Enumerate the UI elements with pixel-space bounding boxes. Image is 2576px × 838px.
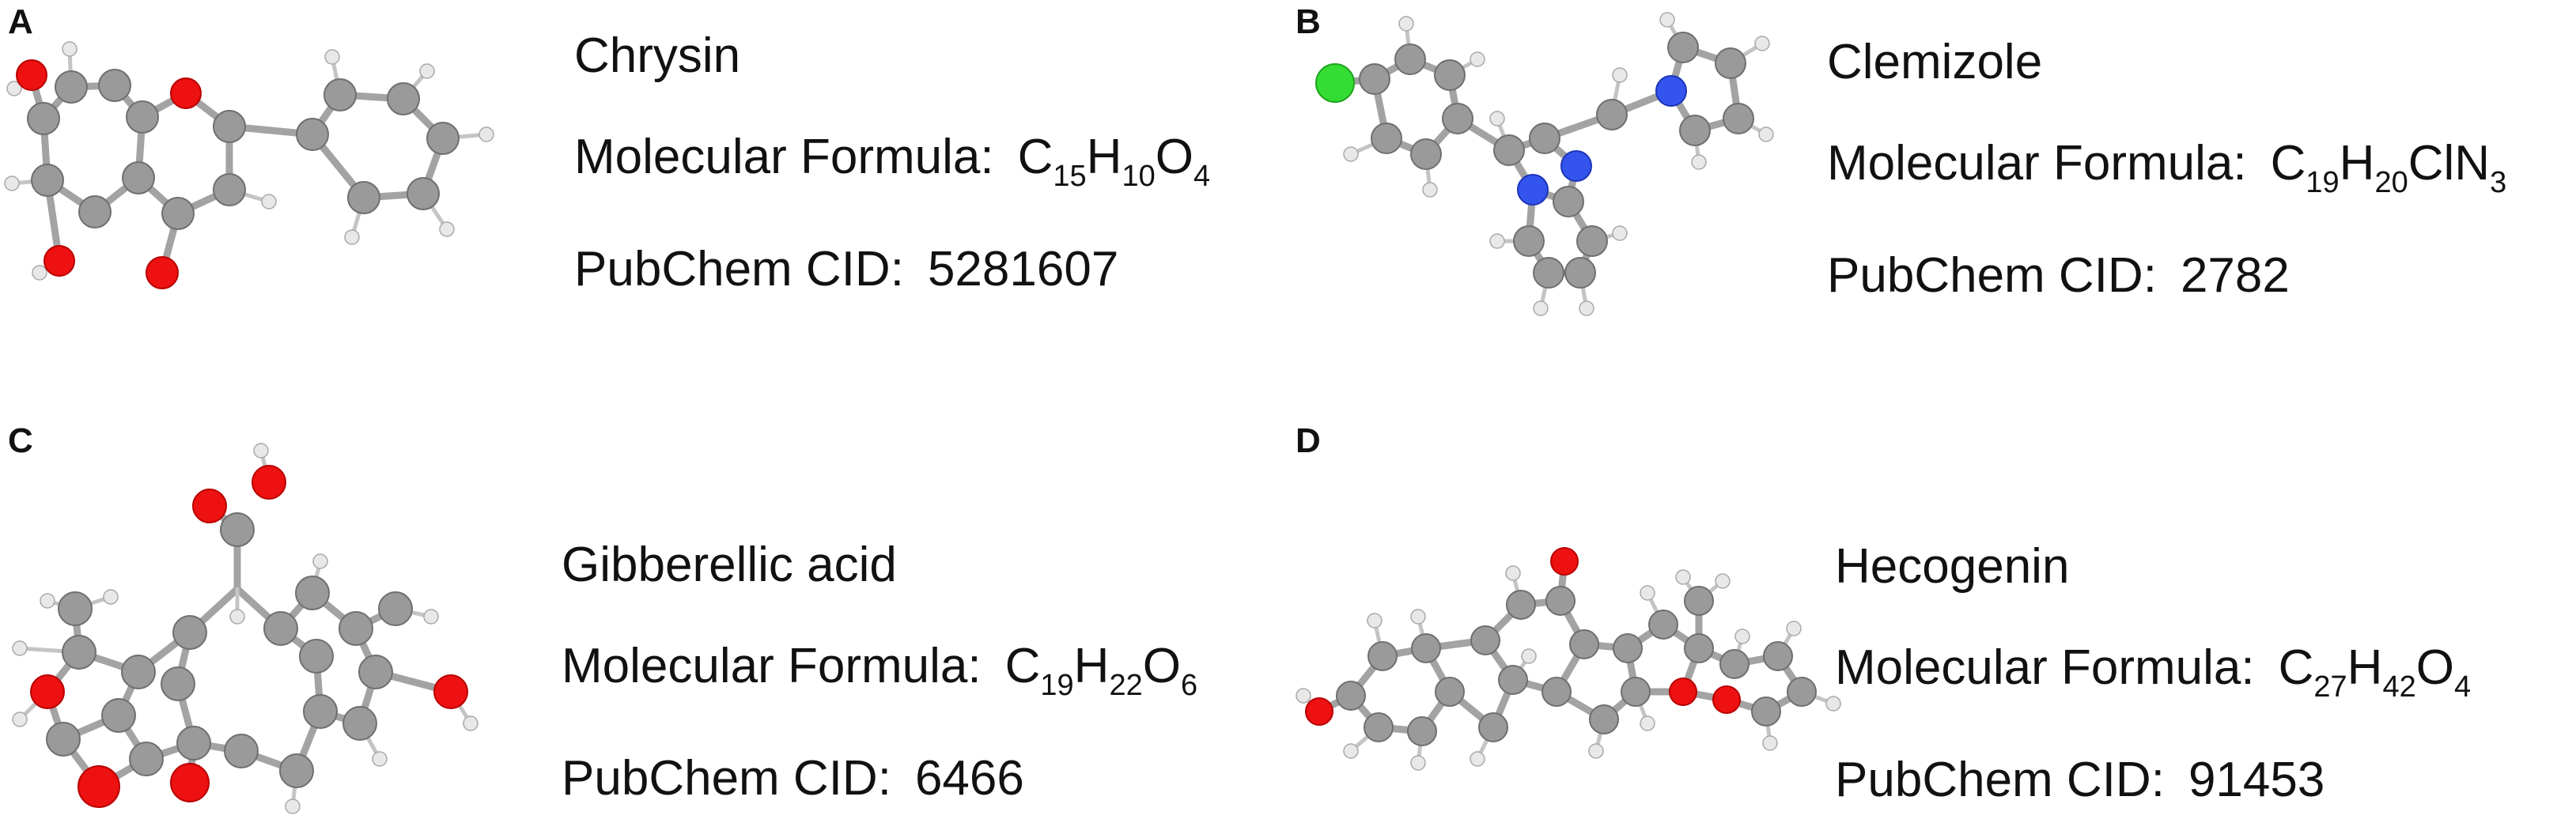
formula-subscript: 20 <box>2374 166 2408 199</box>
formula-element: H <box>2347 640 2383 695</box>
formula-element: C <box>1004 639 1041 693</box>
hecogenin-3d-structure <box>1296 547 1841 771</box>
formula-value: C19H20ClN3 <box>2270 136 2507 198</box>
formula-element: C <box>2278 640 2314 695</box>
pubchem-cid-row: PubChem CID: 91453 <box>1835 756 2324 805</box>
panel-letter: B <box>1296 2 1321 41</box>
formula-subscript: 42 <box>2382 670 2416 704</box>
panel-c: C <box>0 419 1288 838</box>
formula-subscript: 22 <box>1109 669 1143 702</box>
cid-value: 91453 <box>2188 753 2325 807</box>
formula-element: H <box>2339 136 2375 191</box>
formula-subscript: 27 <box>2313 670 2347 704</box>
formula-label: Molecular Formula: <box>1827 136 2247 191</box>
compound-name: Chrysin <box>574 28 741 83</box>
panel-d: D <box>1288 419 2575 838</box>
formula-element: O <box>1142 639 1181 693</box>
panel-letter: C <box>8 421 33 460</box>
molecular-formula-row: Molecular Formula: C15H10O4 <box>574 130 1211 192</box>
cid-label: PubChem CID: <box>1827 248 2157 303</box>
cid-label: PubChem CID: <box>562 751 891 806</box>
compound-name: Gibberellic acid <box>562 538 897 592</box>
formula-subscript: 19 <box>1040 669 1074 702</box>
formula-subscript: 4 <box>2453 670 2472 704</box>
formula-label: Molecular Formula: <box>1835 640 2255 695</box>
molecular-formula-row: Molecular Formula: C19H20ClN3 <box>1827 136 2507 198</box>
formula-value: C15H10O4 <box>1017 130 1211 192</box>
formula-subscript: 10 <box>1122 160 1156 193</box>
formula-element: O <box>2415 640 2454 695</box>
formula-element: H <box>1073 639 1110 693</box>
formula-subscript: 4 <box>1193 160 1211 193</box>
cid-value: 5281607 <box>927 242 1119 296</box>
pubchem-cid-row: PubChem CID: 6466 <box>562 754 1024 803</box>
compound-name: Clemizole <box>1827 35 2043 89</box>
clemizole-3d-structure <box>1315 12 1774 316</box>
cid-label: PubChem CID: <box>1835 753 2165 807</box>
cid-value: 2782 <box>2180 248 2290 303</box>
formula-subscript: 3 <box>2490 166 2507 199</box>
cid-label: PubChem CID: <box>574 242 904 296</box>
panel-letter: D <box>1296 421 1321 460</box>
formula-value: C27H42O4 <box>2278 640 2472 703</box>
formula-element: ClN <box>2408 136 2491 191</box>
molecular-formula-row: Molecular Formula: C19H22O6 <box>562 639 1198 701</box>
formula-element: C <box>1017 130 1053 184</box>
formula-value: C19H22O6 <box>1004 639 1198 701</box>
pubchem-cid-row: PubChem CID: 2782 <box>1827 251 2290 300</box>
formula-subscript: 6 <box>1180 669 1198 702</box>
panel-a: A <box>0 0 1288 419</box>
gibberellic-acid-3d-structure <box>12 443 479 814</box>
formula-label: Molecular Formula: <box>574 130 994 184</box>
formula-element: C <box>2270 136 2306 191</box>
formula-element: H <box>1086 130 1122 184</box>
compound-name: Hecogenin <box>1835 539 2070 594</box>
chrysin-3d-structure <box>4 41 494 289</box>
formula-subscript: 19 <box>2306 166 2340 199</box>
formula-subscript: 15 <box>1053 160 1087 193</box>
formula-element: O <box>1155 130 1193 184</box>
cid-value: 6466 <box>914 751 1024 806</box>
pubchem-cid-row: PubChem CID: 5281607 <box>574 245 1118 294</box>
panel-letter: A <box>8 2 33 41</box>
formula-label: Molecular Formula: <box>562 639 982 693</box>
molecular-formula-row: Molecular Formula:C27H42O4 <box>1835 644 2471 703</box>
panel-b: B <box>1288 0 2575 419</box>
